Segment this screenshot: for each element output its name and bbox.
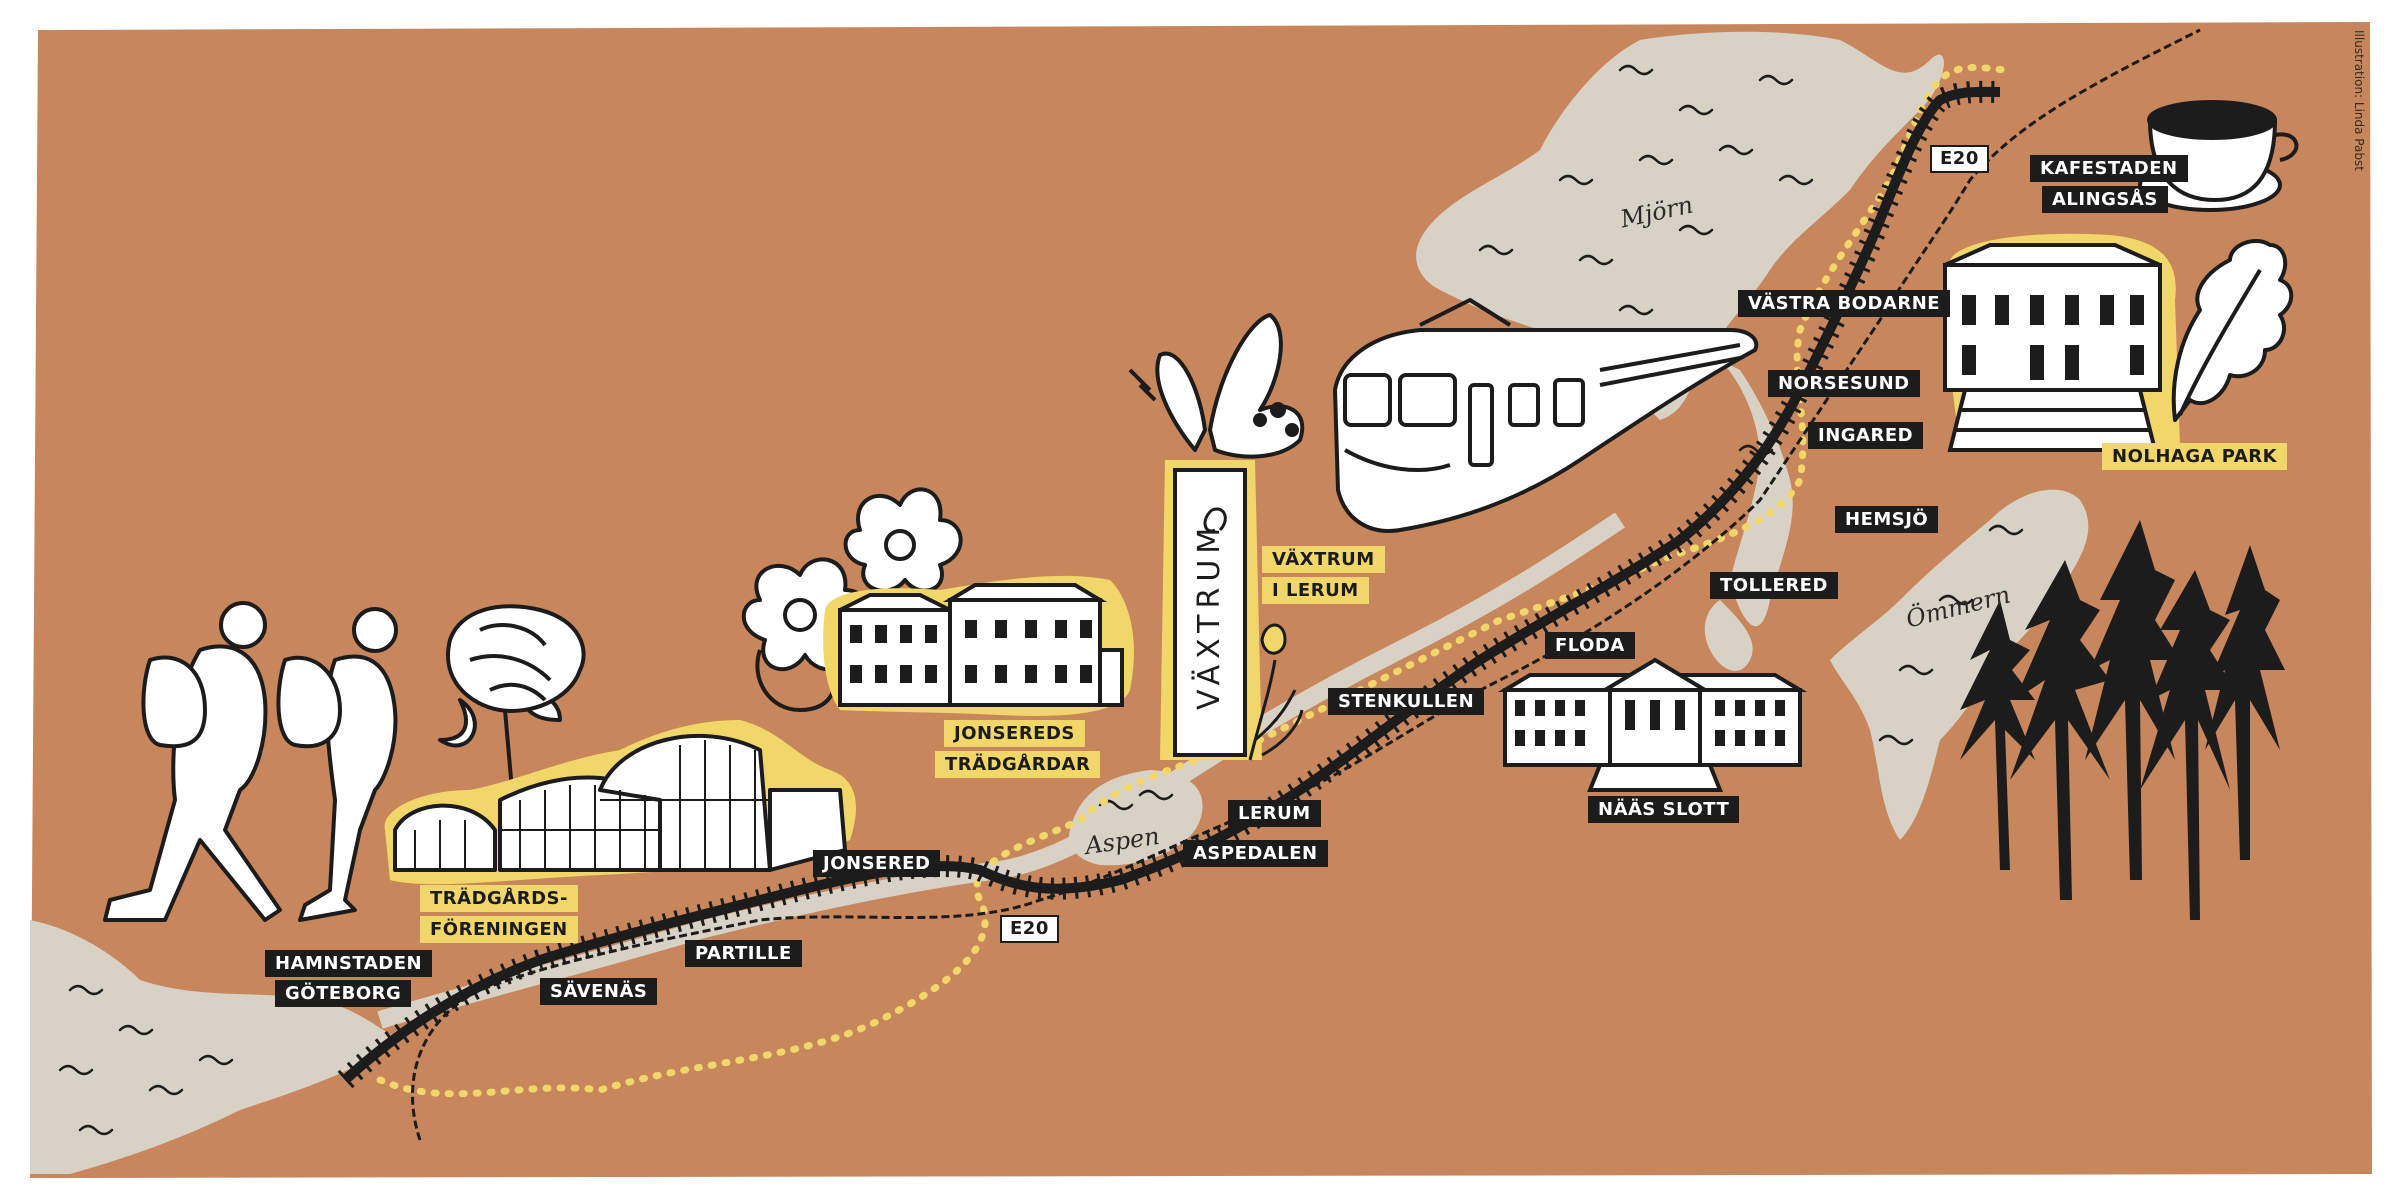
station-label-savenas: SÄVENÄS (540, 978, 658, 1005)
butterfly-illustration (1128, 313, 1305, 459)
naas-slott-illustration (1497, 657, 1808, 792)
hiking-trail (376, 64, 2014, 1098)
lake-mjorn-arm (1720, 360, 1793, 627)
oak-leaf-illustration (2171, 239, 2294, 422)
attraction-label-jonsereds-1: JONSEREDS (944, 720, 1085, 747)
station-label-norsesund: NORSESUND (1768, 370, 1920, 397)
attraction-label-vaxtrum-2: I LERUM (1262, 577, 1369, 604)
attraction-label-tradgards-1: TRÄDGÅRDS- (420, 885, 578, 912)
attraction-label-nolhaga: NOLHAGA PARK (2102, 443, 2288, 470)
station-label-aspedalen: ASPEDALEN (1183, 840, 1328, 867)
illustration-credit: Illustration: Linda Pabst (2352, 30, 2366, 171)
lake-floda (1704, 600, 1753, 671)
city-label-hamnstaden: HAMNSTADEN (265, 950, 433, 977)
railway-ties (337, 80, 2001, 1089)
landmark-label-naas-slott: NÄÄS SLOTT (1588, 796, 1740, 823)
river-savean (377, 512, 1625, 1029)
greenhouse-illustration (384, 720, 856, 885)
road-badge-e20-north: E20 (1930, 145, 1989, 173)
station-label-stenkullen: STENKULLEN (1328, 688, 1485, 715)
station-label-lerum: LERUM (1228, 800, 1321, 827)
train-illustration (1333, 298, 1759, 533)
jonsereds-mansion-illustration (823, 575, 1134, 716)
city-label-alingsas: ALINGSÅS (2042, 186, 2168, 213)
station-label-hemsjo: HEMSJÖ (1835, 506, 1939, 533)
vaxtrum-sign-text: VÄXTRUM (1192, 521, 1227, 710)
station-label-ingared: INGARED (1808, 422, 1924, 449)
attraction-label-tradgards-2: FÖRENINGEN (420, 916, 578, 943)
attraction-label-vaxtrum-1: VÄXTRUM (1262, 546, 1385, 573)
road-badge-e20-south: E20 (1000, 915, 1059, 943)
forest-illustration (1960, 520, 2285, 920)
sea-goteborg (30, 920, 400, 1174)
city-label-goteborg: GÖTEBORG (275, 980, 412, 1007)
station-label-floda: FLODA (1545, 632, 1635, 659)
attraction-label-jonsereds-2: TRÄDGÅRDAR (935, 751, 1101, 778)
station-label-partille: PARTILLE (685, 940, 802, 967)
station-label-tollered: TOLLERED (1710, 572, 1838, 599)
lake-ommern (1830, 489, 2089, 840)
hikers-illustration (103, 601, 398, 922)
water-waves (58, 64, 2024, 1136)
station-label-vastra-bodarne: VÄSTRA BODARNE (1738, 290, 1951, 317)
road-e20 (411, 28, 2201, 1141)
station-label-jonsered: JONSERED (813, 850, 941, 877)
rose-illustration (438, 604, 586, 791)
lake-aspen (1069, 770, 1203, 866)
nolhaga-mansion-illustration (1943, 233, 2180, 452)
vaxtrum-pillar-illustration (1160, 460, 1304, 761)
lake-mjorn (1416, 31, 1944, 420)
city-label-kafestaden: KAFESTADEN (2030, 155, 2188, 182)
